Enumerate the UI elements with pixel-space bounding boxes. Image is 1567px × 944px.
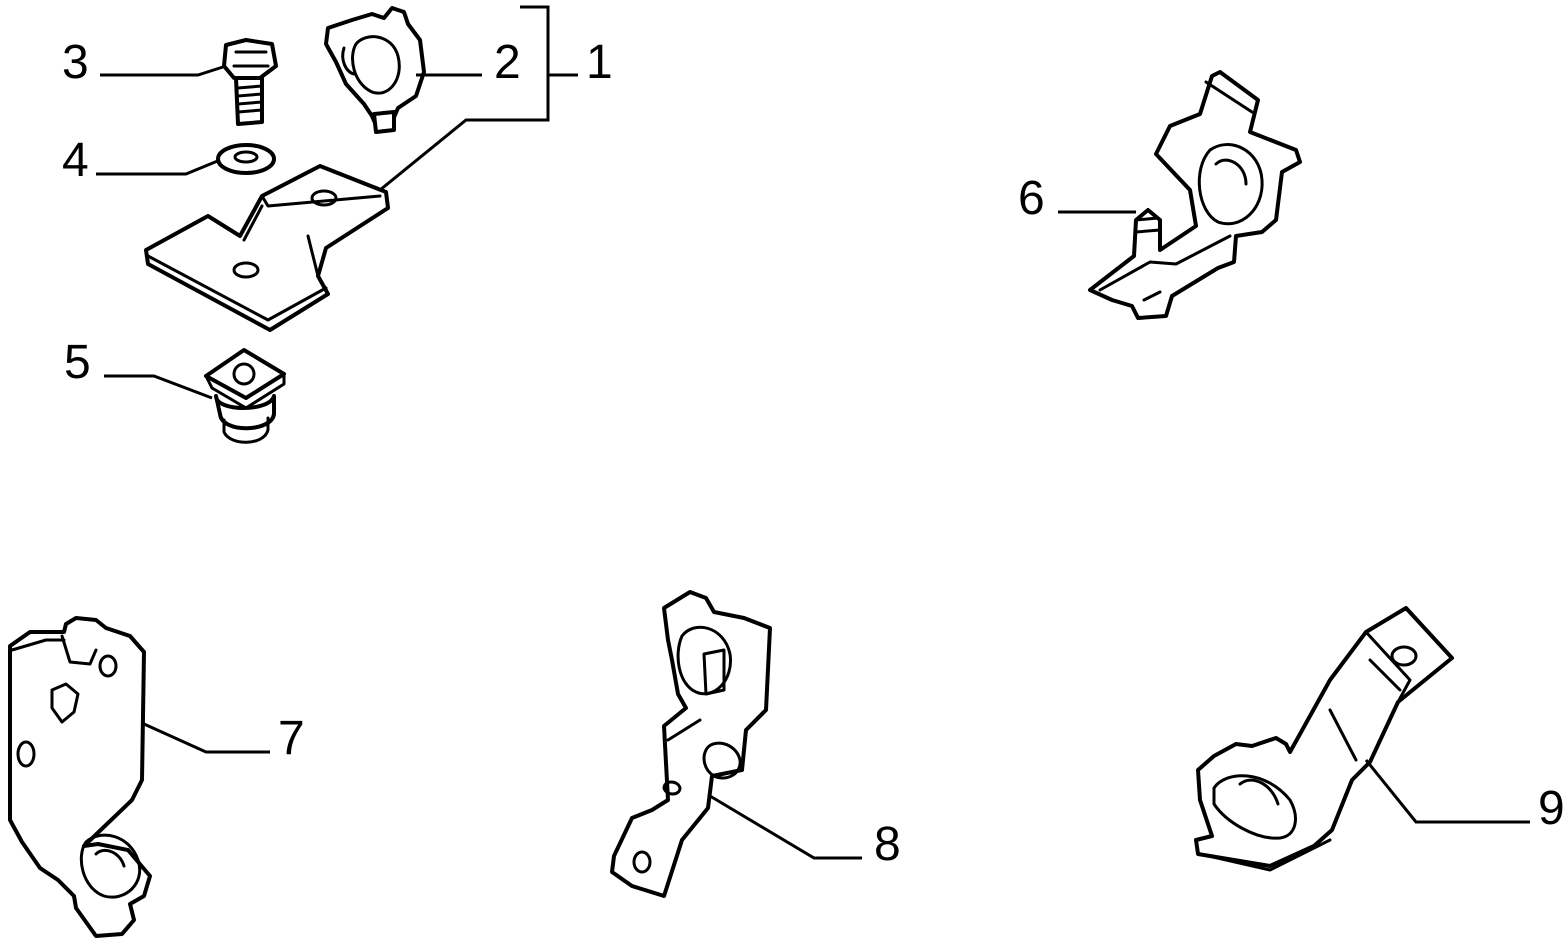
- part-5-nut: [204, 348, 286, 444]
- callout-3: 3: [62, 36, 89, 89]
- part-9-bracket: [1194, 606, 1454, 872]
- callout-7: 7: [278, 712, 305, 765]
- leader-9: [1364, 759, 1530, 824]
- part-2-clip: [324, 6, 426, 134]
- callout-9: 9: [1538, 782, 1565, 835]
- part-8-bracket: [610, 590, 772, 898]
- callout-labels: 1 2 3 4 5 6 7 8 9: [62, 36, 1565, 871]
- part-3-bolt: [222, 38, 278, 126]
- leader-5: [104, 374, 213, 400]
- callout-4: 4: [62, 134, 89, 187]
- callout-2: 2: [494, 36, 521, 89]
- leader-4: [96, 158, 221, 176]
- part-6-clip-stud: [1088, 70, 1302, 320]
- leader-1: [379, 5, 578, 192]
- leader-8: [709, 794, 862, 860]
- leader-3: [100, 64, 227, 77]
- part-4-washer: [216, 143, 276, 175]
- callout-1: 1: [586, 36, 613, 89]
- callout-6: 6: [1018, 172, 1045, 225]
- leader-7: [143, 722, 270, 754]
- leader-lines: [96, 5, 1530, 860]
- callout-8: 8: [874, 818, 901, 871]
- part-1-bracket-plate: [144, 164, 390, 332]
- part-7-bracket: [8, 616, 152, 938]
- callout-5: 5: [64, 336, 91, 389]
